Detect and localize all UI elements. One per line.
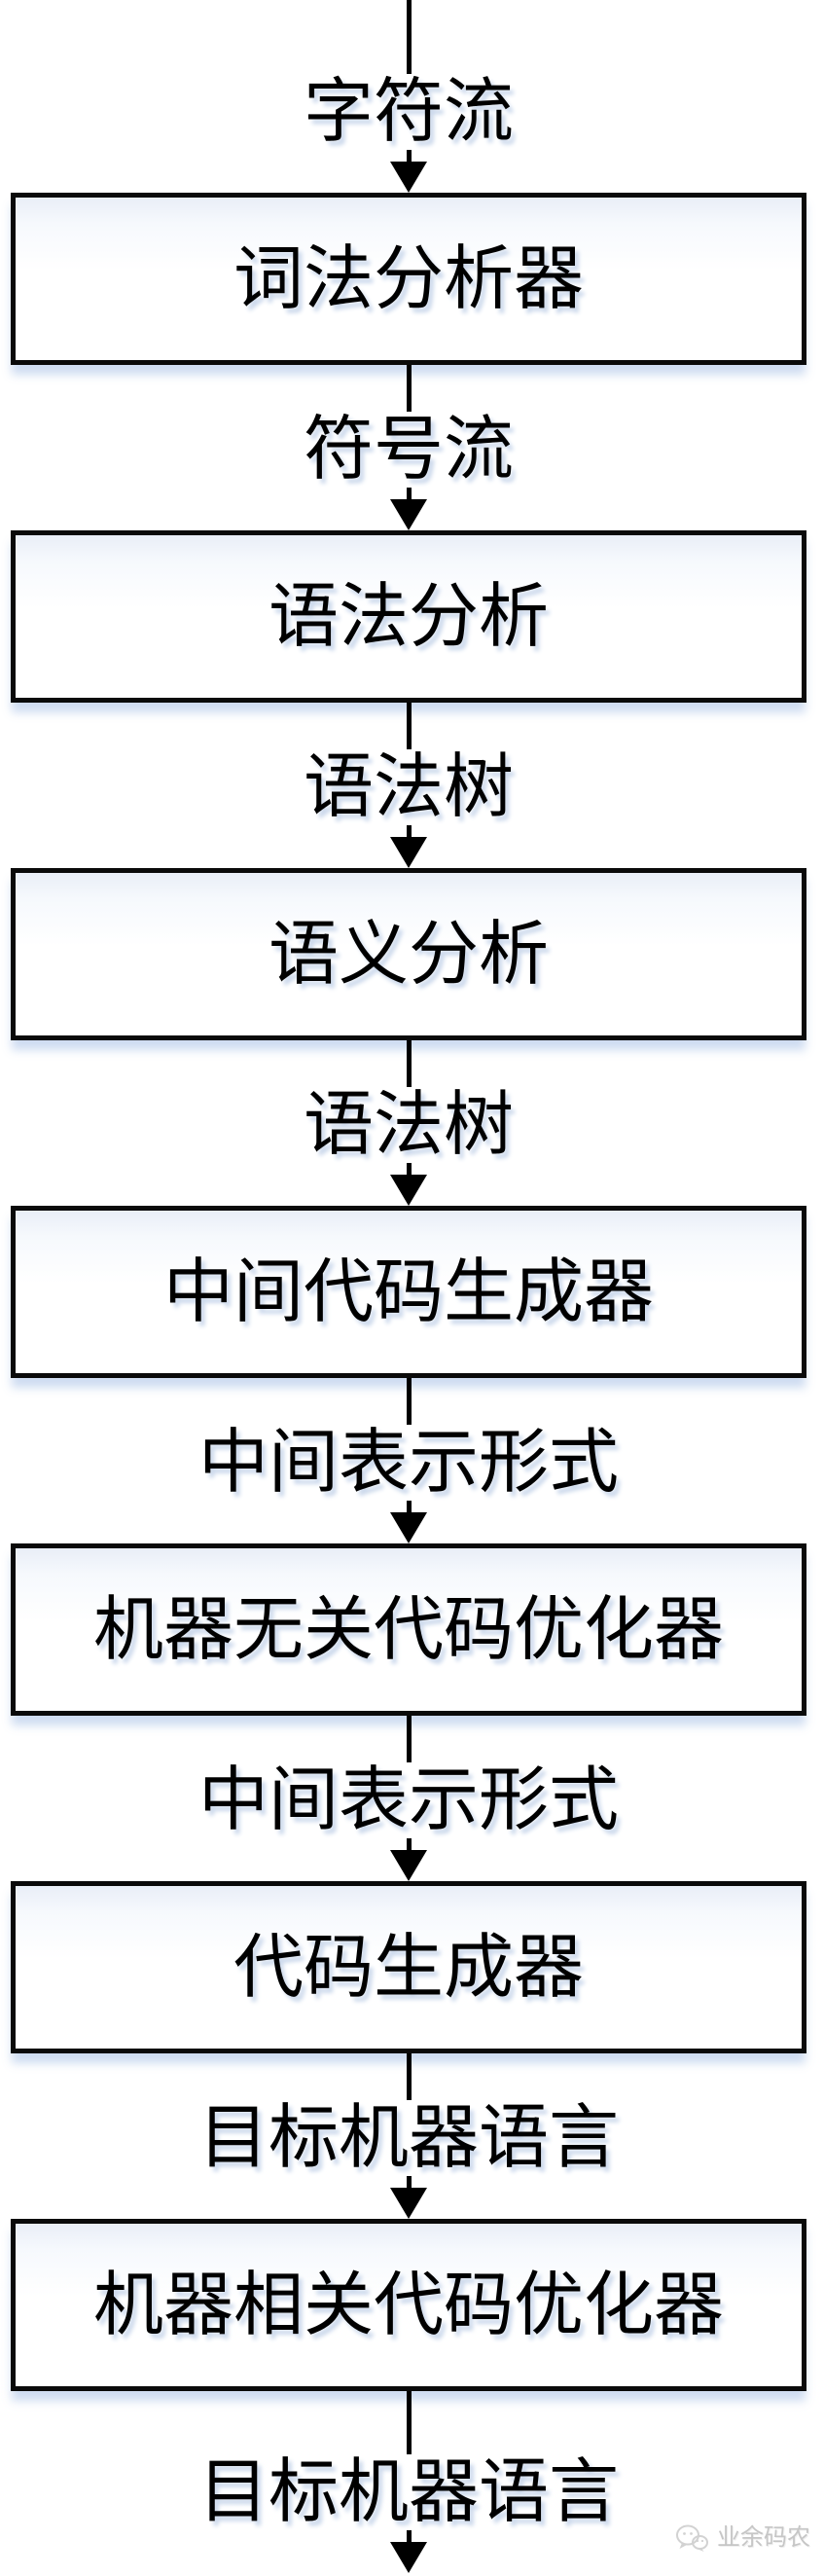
edge-label-intermediate-representation: 中间表示形式 (197, 1761, 619, 1839)
box-label: 机器无关代码优化器 (92, 1590, 724, 1669)
arrow-stem (406, 1501, 412, 1512)
edge-label-syntax-tree: 语法树 (303, 1086, 514, 1164)
connector-line (406, 703, 412, 749)
flow-box-syntax-analysis: 语法分析 (11, 530, 806, 703)
connector-line (406, 1040, 412, 1087)
arrow-head-icon (390, 499, 427, 530)
connector-character-stream: 字符流 (11, 0, 806, 193)
arrow-stem (406, 2530, 412, 2542)
connector-line (406, 1716, 412, 1762)
flow-box-machine-dependent-code-optimizer: 机器相关代码优化器 (11, 2219, 806, 2391)
connector-token-stream: 符号流 (11, 365, 806, 530)
connector-target-machine-language-1: 目标机器语言 (11, 2053, 806, 2219)
flow-box-code-generator: 代码生成器 (11, 1881, 806, 2053)
connector-line (406, 2053, 412, 2100)
down-arrow (390, 825, 427, 868)
flow-box-machine-independent-code-optimizer: 机器无关代码优化器 (11, 1543, 806, 1716)
edge-label-intermediate-representation: 中间表示形式 (197, 1424, 619, 1502)
edge-label-character-stream: 字符流 (303, 73, 514, 151)
down-arrow (390, 1163, 427, 1206)
connector-target-machine-language-2: 目标机器语言 (11, 2391, 806, 2576)
arrow-stem (406, 825, 412, 837)
box-label: 语义分析 (268, 915, 549, 994)
arrow-head-icon (390, 2188, 427, 2219)
watermark-text: 业余码农 (717, 2524, 810, 2551)
arrow-stem (406, 1163, 412, 1175)
edge-label-syntax-tree: 语法树 (303, 748, 514, 826)
arrow-stem (406, 488, 412, 499)
connector-syntax-tree-1: 语法树 (11, 703, 806, 868)
arrow-head-icon (390, 2542, 427, 2573)
arrow-head-icon (390, 837, 427, 868)
connector-intermediate-representation-1: 中间表示形式 (11, 1378, 806, 1543)
down-arrow (390, 488, 427, 530)
box-label: 词法分析器 (233, 239, 584, 318)
box-label: 中间代码生成器 (162, 1252, 654, 1331)
down-arrow (390, 2530, 427, 2573)
connector-line (406, 1378, 412, 1425)
connector-line (406, 2391, 412, 2454)
down-arrow (390, 1501, 427, 1543)
connector-line (406, 365, 412, 412)
watermark: 业余码农 (675, 2523, 810, 2553)
arrow-head-icon (390, 162, 427, 193)
edge-label-target-machine-language: 目标机器语言 (197, 2099, 619, 2177)
edge-label-target-machine-language: 目标机器语言 (197, 2453, 619, 2531)
flow-box-semantic-analysis: 语义分析 (11, 868, 806, 1040)
arrow-stem (406, 150, 412, 162)
arrow-stem (406, 2176, 412, 2188)
arrow-head-icon (390, 1512, 427, 1543)
wechat-icon (675, 2523, 708, 2553)
edge-label-token-stream: 符号流 (303, 411, 514, 489)
arrow-head-icon (390, 1175, 427, 1206)
box-label: 机器相关代码优化器 (92, 2266, 724, 2344)
flow-box-intermediate-code-generator: 中间代码生成器 (11, 1206, 806, 1378)
down-arrow (390, 150, 427, 193)
arrow-head-icon (390, 1850, 427, 1881)
connector-syntax-tree-2: 语法树 (11, 1040, 806, 1206)
arrow-stem (406, 1838, 412, 1850)
box-label: 代码生成器 (233, 1928, 584, 2007)
down-arrow (390, 2176, 427, 2219)
connector-line (406, 0, 412, 74)
down-arrow (390, 1838, 427, 1881)
box-label: 语法分析 (268, 577, 549, 656)
flow-box-lexical-analyzer: 词法分析器 (11, 193, 806, 365)
flow-column: 字符流 词法分析器 符号流 语法分析 语法树 (11, 0, 806, 2576)
connector-intermediate-representation-2: 中间表示形式 (11, 1716, 806, 1881)
